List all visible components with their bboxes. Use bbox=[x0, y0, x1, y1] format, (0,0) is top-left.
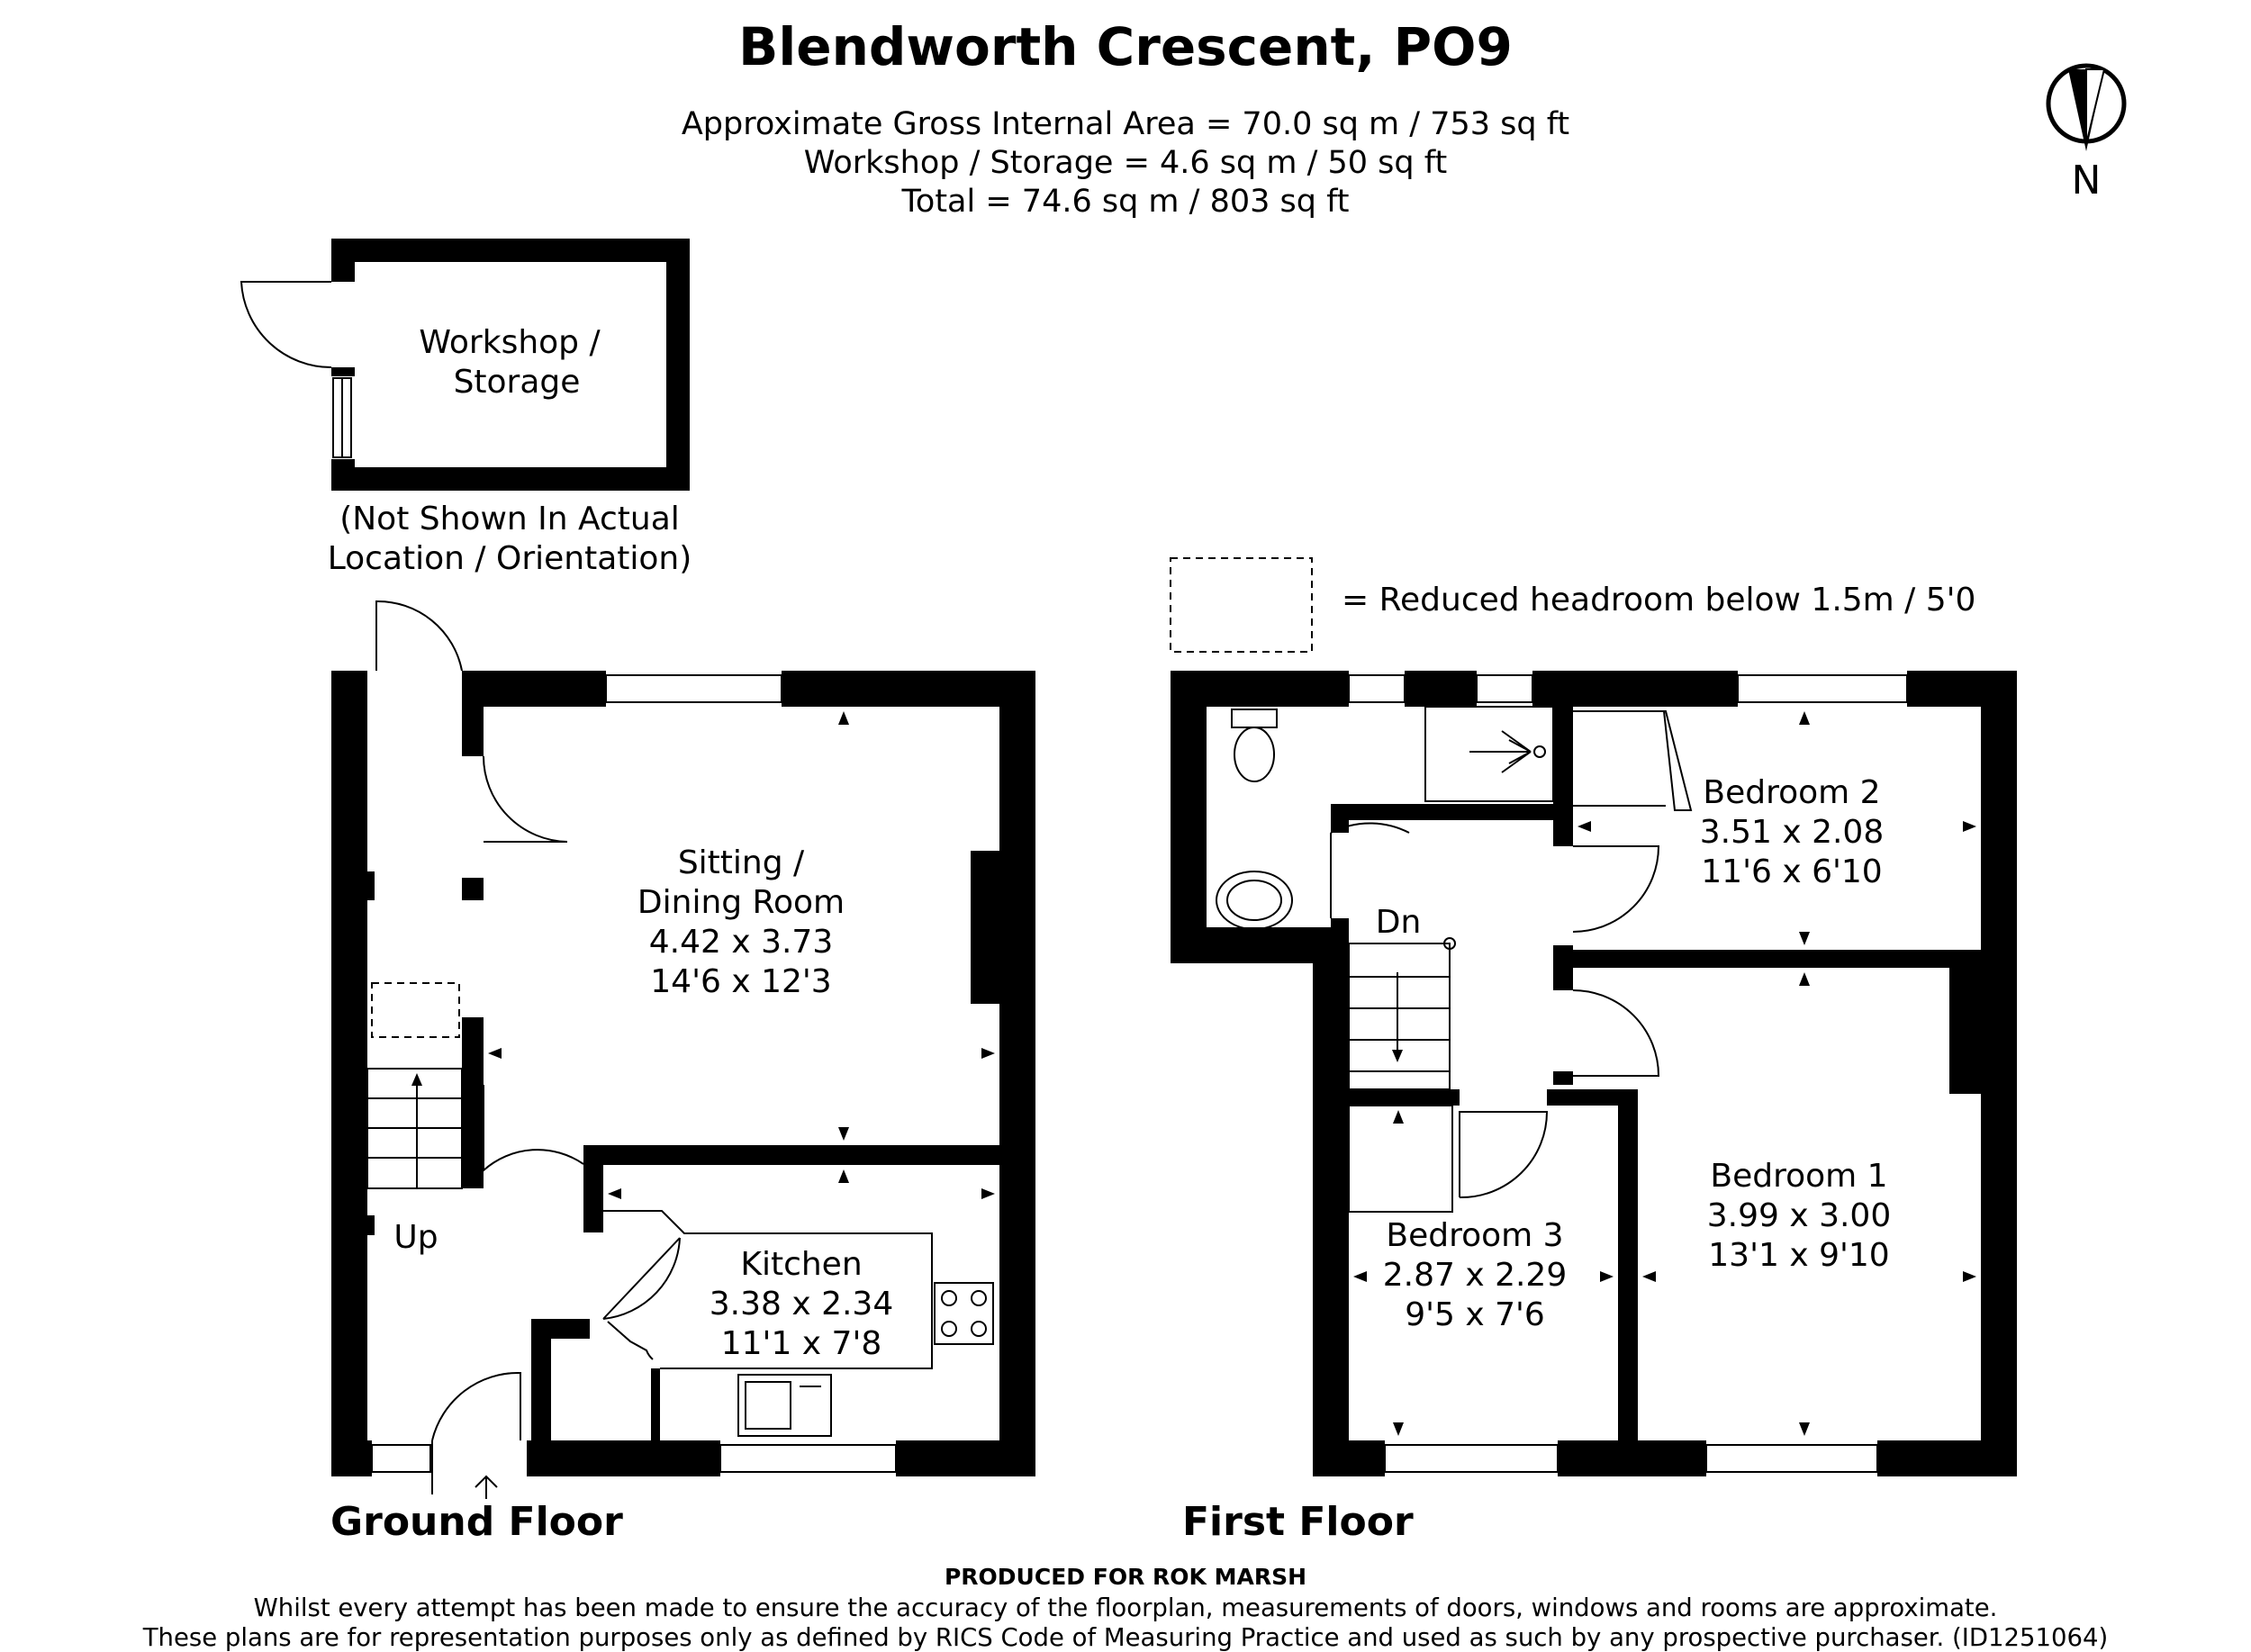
bedroom1-metric: 3.99 x 3.00 bbox=[1707, 1197, 1892, 1234]
workshop-area: Workshop / Storage = 4.6 sq m / 50 sq ft bbox=[804, 145, 1447, 181]
kitchen-metric: 3.38 x 2.34 bbox=[710, 1286, 894, 1323]
disclaimer-line1: Whilst every attempt has been made to en… bbox=[254, 1593, 1998, 1622]
bedroom3-name: Bedroom 3 bbox=[1386, 1217, 1563, 1254]
workshop-storage-outbuilding bbox=[240, 239, 690, 491]
bedroom3-metric: 2.87 x 2.29 bbox=[1383, 1257, 1568, 1294]
storage-label: Storage bbox=[454, 364, 581, 401]
sitting-room-name-line1: Sitting / bbox=[678, 844, 805, 881]
reduced-headroom-legend-text: = Reduced headroom below 1.5m / 5'0 bbox=[1342, 582, 1975, 618]
ground-stairs-label: Up bbox=[393, 1219, 438, 1256]
outbuilding-note-line1: (Not Shown In Actual bbox=[339, 501, 680, 537]
kitchen-imperial: 11'1 x 7'8 bbox=[721, 1325, 882, 1362]
reduced-headroom-legend-swatch bbox=[1170, 557, 1313, 653]
bedroom2-imperial: 11'6 x 6'10 bbox=[1701, 853, 1882, 890]
bedroom1-name: Bedroom 1 bbox=[1710, 1158, 1887, 1195]
bedroom1-imperial: 13'1 x 9'10 bbox=[1708, 1237, 1889, 1274]
sitting-room-metric: 4.42 x 3.73 bbox=[649, 924, 834, 961]
first-floor-label: First Floor bbox=[1182, 1499, 1414, 1545]
first-floor-plan bbox=[1171, 671, 2017, 1476]
produced-for: PRODUCED FOR ROK MARSH bbox=[945, 1564, 1306, 1590]
ground-floor-plan bbox=[331, 600, 1035, 1499]
sitting-room-name-line2: Dining Room bbox=[637, 884, 845, 921]
disclaimer-line2: These plans are for representation purpo… bbox=[142, 1623, 2109, 1652]
bedroom2-name: Bedroom 2 bbox=[1703, 774, 1880, 811]
sitting-room-imperial: 14'6 x 12'3 bbox=[650, 963, 831, 1000]
total-area: Total = 74.6 sq m / 803 sq ft bbox=[900, 184, 1349, 220]
bedroom3-imperial: 9'5 x 7'6 bbox=[1405, 1296, 1545, 1333]
workshop-label: Workshop / bbox=[419, 324, 601, 361]
north-compass-icon bbox=[2046, 63, 2127, 151]
outbuilding-note-line2: Location / Orientation) bbox=[328, 540, 692, 577]
gross-internal-area: Approximate Gross Internal Area = 70.0 s… bbox=[682, 106, 1569, 142]
north-label: N bbox=[2072, 158, 2102, 203]
first-stairs-label: Dn bbox=[1376, 904, 1422, 941]
kitchen-name: Kitchen bbox=[740, 1246, 862, 1283]
bedroom2-metric: 3.51 x 2.08 bbox=[1700, 814, 1885, 851]
page-title: Blendworth Crescent, PO9 bbox=[738, 16, 1513, 77]
ground-floor-label: Ground Floor bbox=[330, 1499, 623, 1545]
